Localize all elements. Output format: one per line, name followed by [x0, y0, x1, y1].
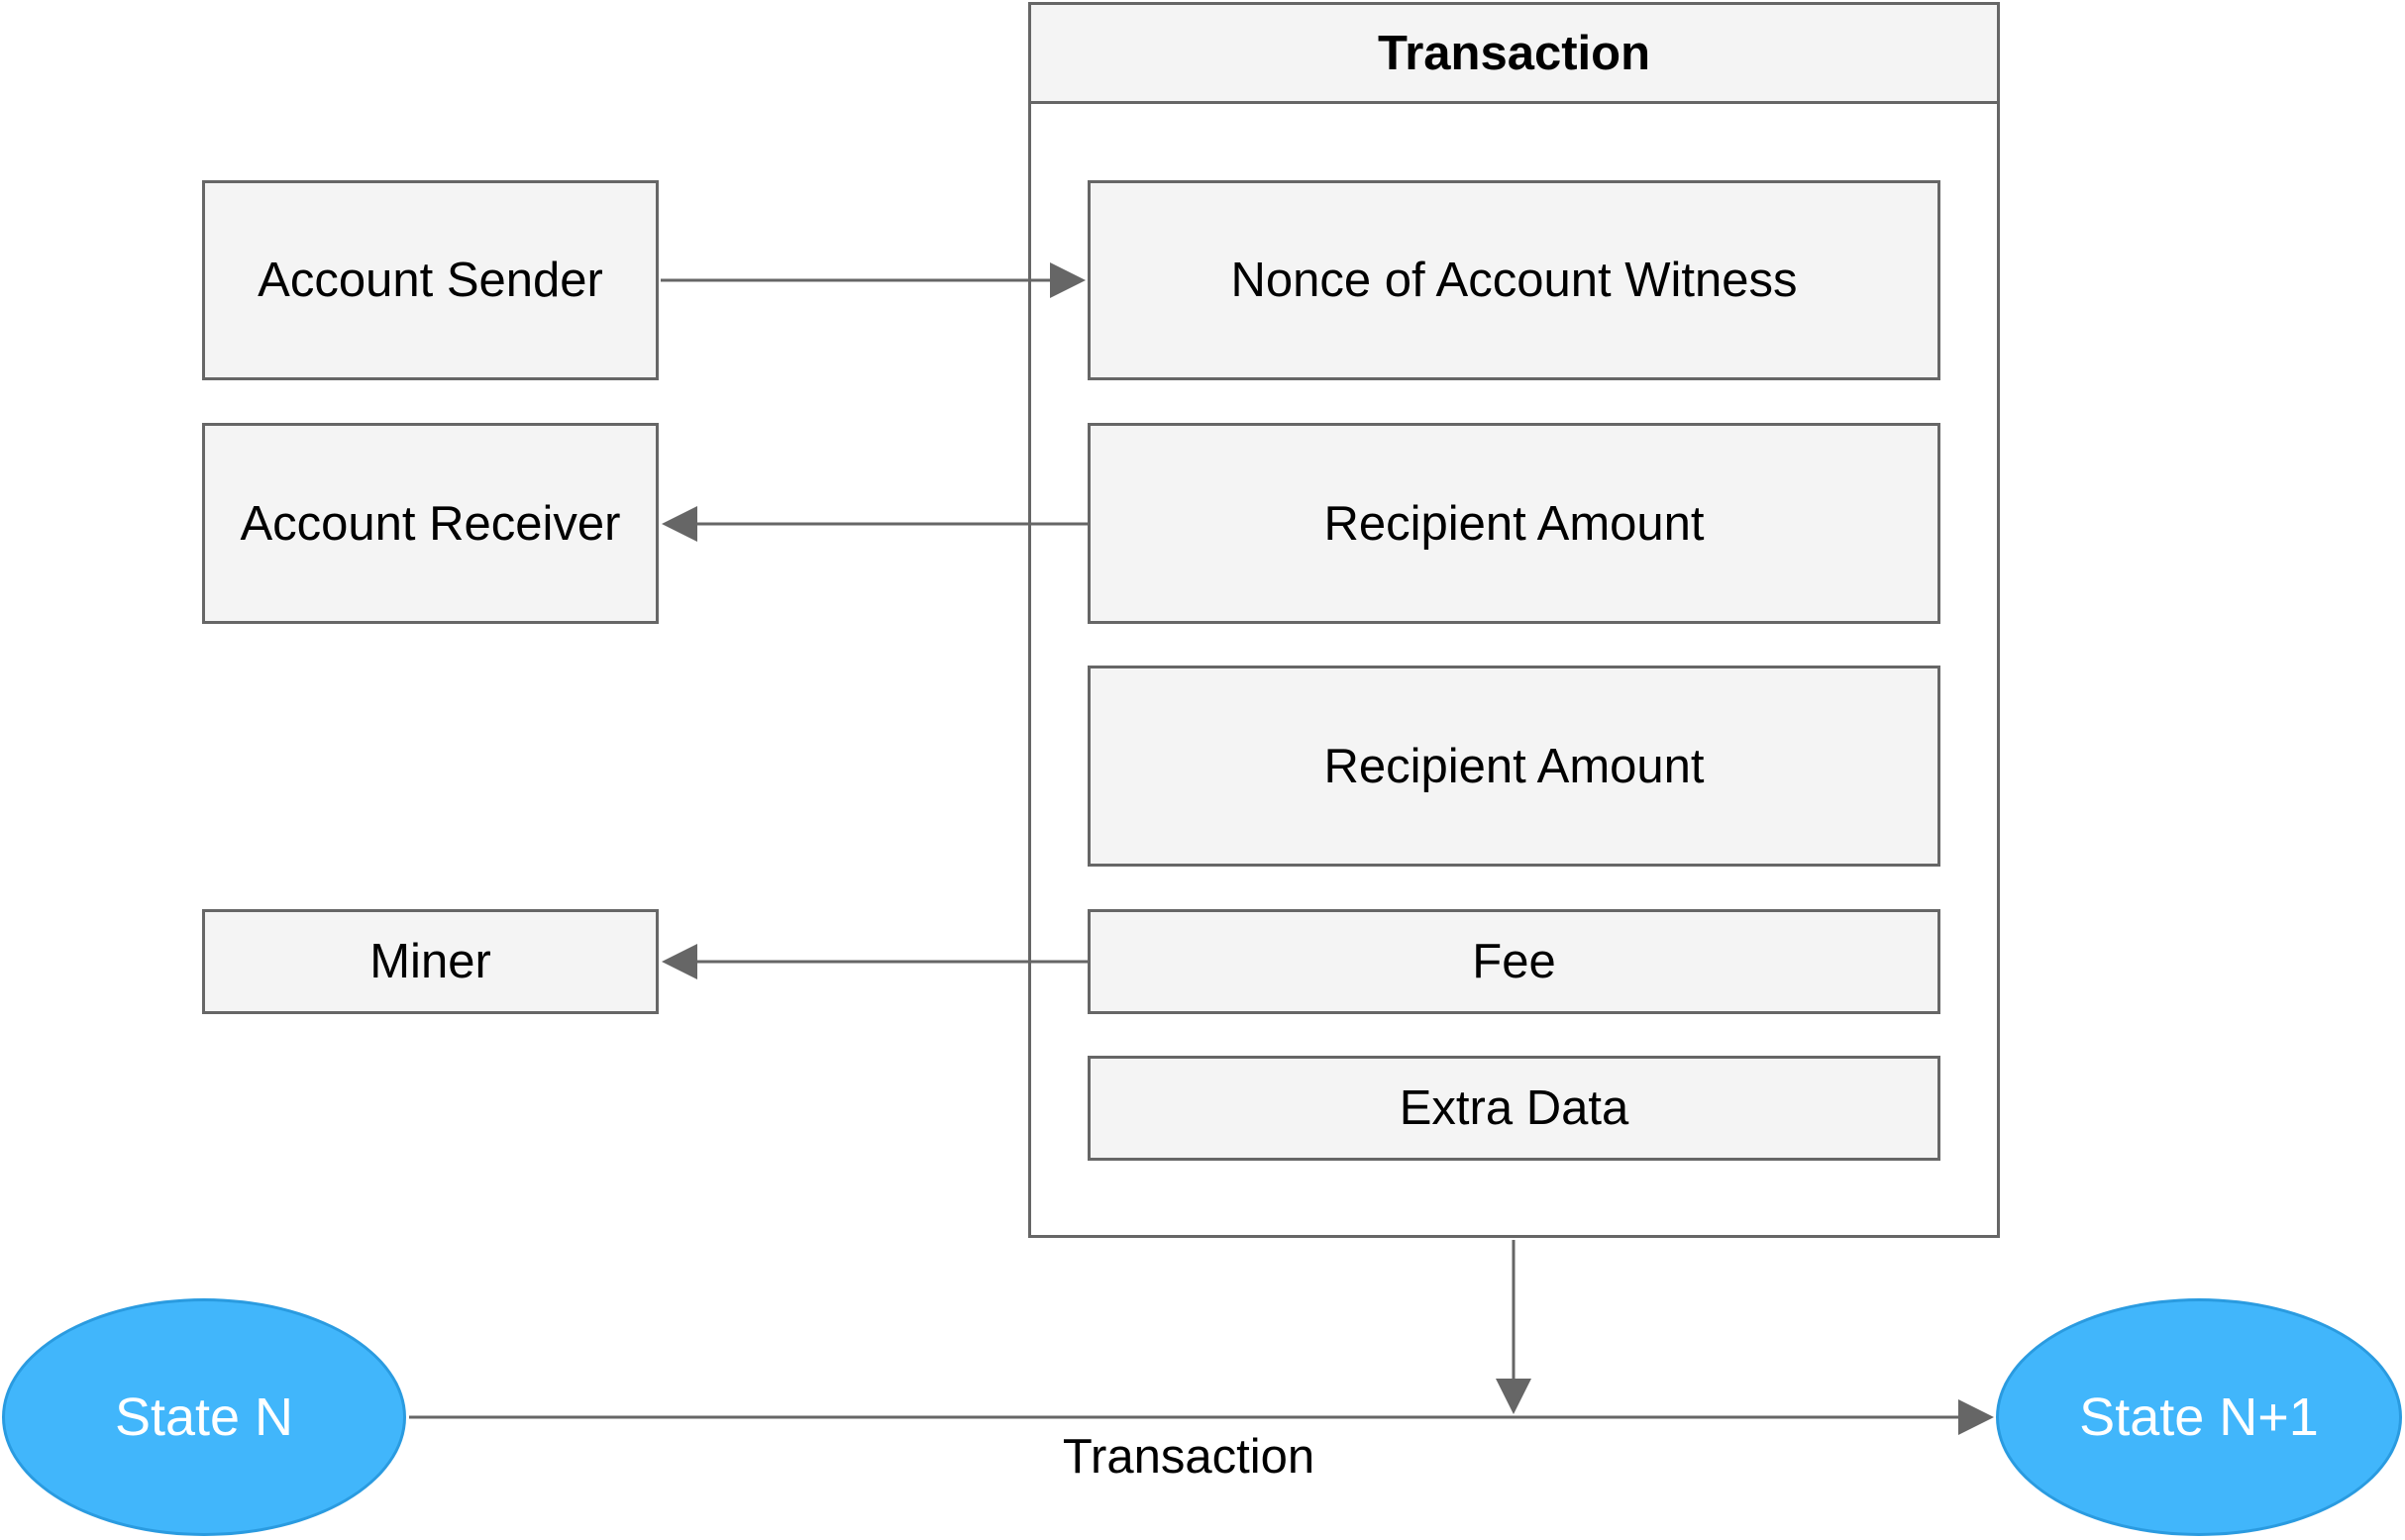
- edge-fee-to-miner-arrowhead: [662, 944, 697, 979]
- edge-recipient-to-receiver-arrowhead: [662, 506, 697, 542]
- recipient-amount-field-1: Recipient Amount: [1088, 423, 1940, 624]
- transaction-title: Transaction: [1031, 5, 1997, 104]
- recipient-amount-field-2: Recipient Amount: [1088, 666, 1940, 867]
- edge-transaction-down-arrowhead: [1496, 1379, 1531, 1414]
- edge-state-transition-arrowhead: [1958, 1399, 1994, 1435]
- account-sender-box: Account Sender: [202, 180, 659, 380]
- state-n-node: State N: [2, 1298, 406, 1536]
- extra-data-field: Extra Data: [1088, 1056, 1940, 1161]
- nonce-field: Nonce of Account Witness: [1088, 180, 1940, 380]
- edge-sender-to-nonce-arrowhead: [1050, 262, 1086, 298]
- edge-label-transaction: Transaction: [1062, 1430, 1315, 1484]
- account-receiver-box: Account Receiver: [202, 423, 659, 624]
- fee-field: Fee: [1088, 909, 1940, 1014]
- state-n-plus-1-node: State N+1: [1996, 1298, 2402, 1536]
- miner-box: Miner: [202, 909, 659, 1014]
